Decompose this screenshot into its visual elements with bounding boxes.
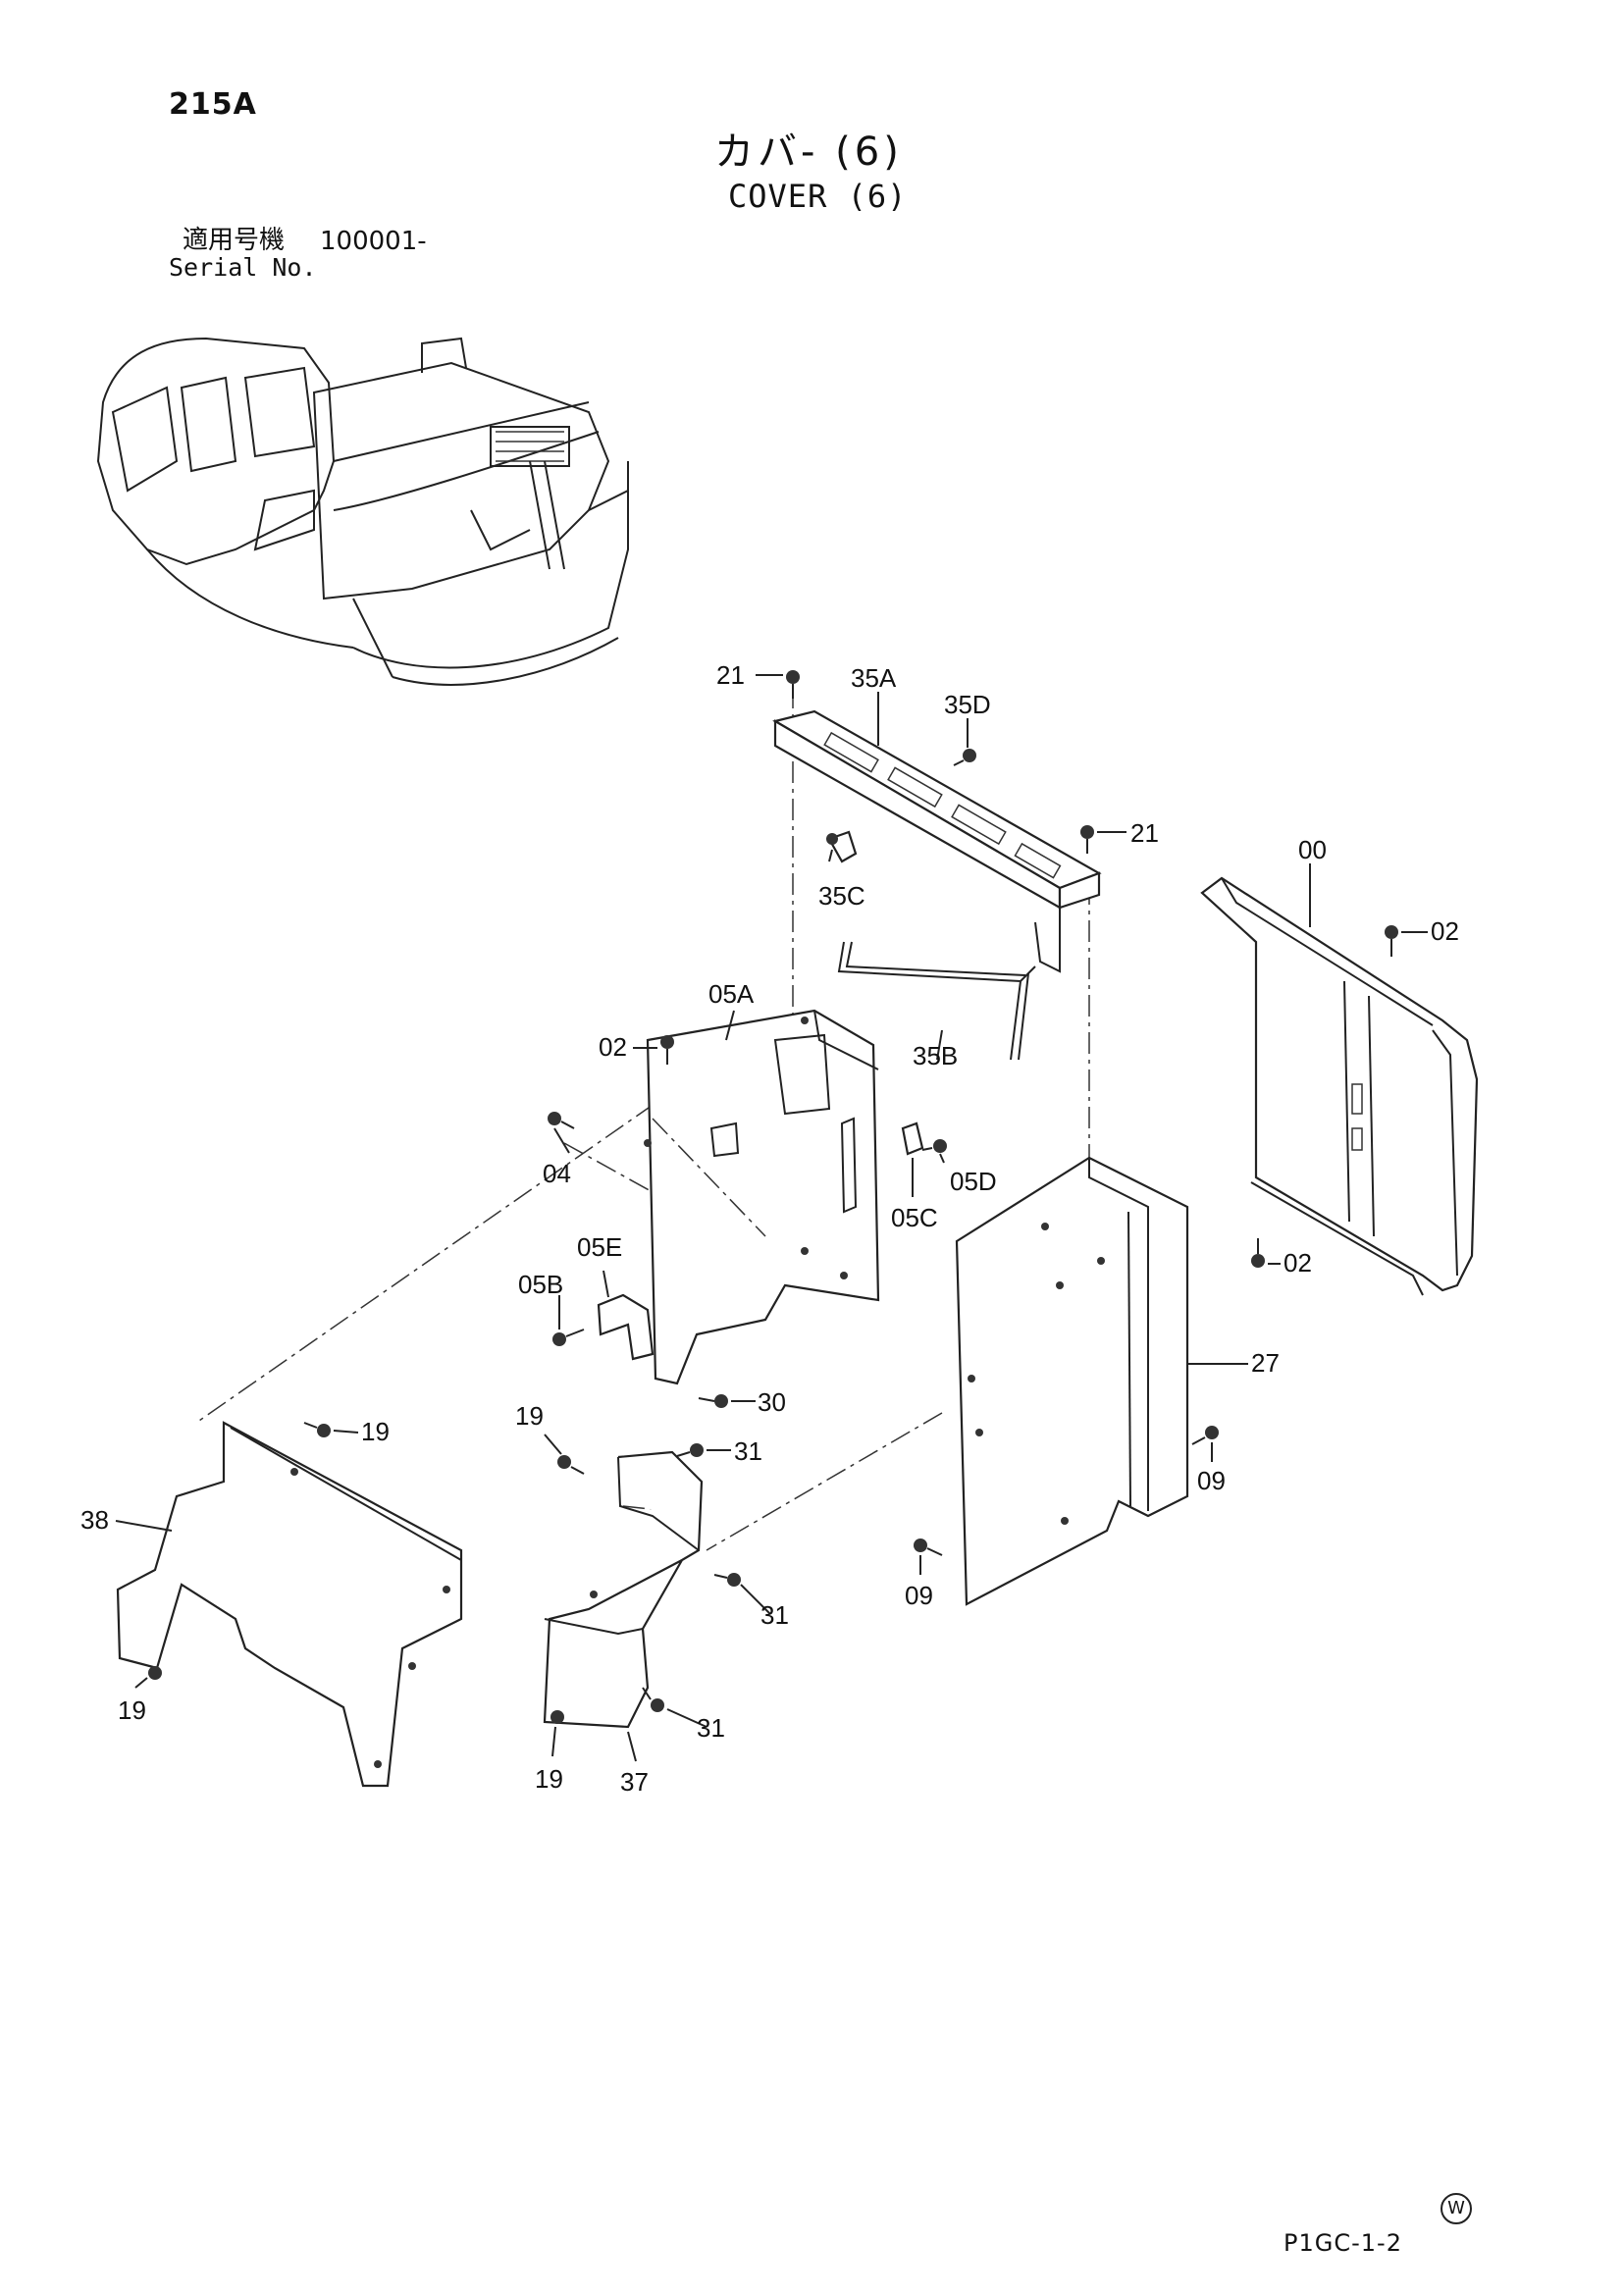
part-27-panel — [955, 1156, 1189, 1606]
bolt-35c — [826, 833, 838, 845]
callout-31c: 31 — [697, 1713, 725, 1743]
bolt-09b — [914, 1539, 943, 1556]
callout-05c: 05C — [891, 1203, 938, 1232]
bolt-35d — [953, 749, 976, 766]
callout-02b: 02 — [599, 1032, 627, 1062]
page-code: 215A — [169, 87, 257, 122]
drawing-code: P1GC-1-2 — [1283, 2229, 1402, 2257]
callout-21b: 21 — [1130, 818, 1159, 848]
serial-label-jp: 適用号機 — [183, 226, 286, 255]
fasteners — [148, 670, 1398, 1724]
part-05E-bracket — [597, 1293, 655, 1361]
bolt-31c — [642, 1687, 664, 1712]
callout-leaders — [115, 674, 1428, 1762]
callout-37: 37 — [620, 1767, 649, 1797]
bolt-31b — [713, 1573, 741, 1587]
callout-35b: 35B — [913, 1041, 958, 1070]
callout-31b: 31 — [760, 1600, 789, 1630]
serial-label-en: Serial No. — [169, 253, 317, 282]
callout-05b: 05B — [518, 1270, 563, 1299]
bolt-02b — [660, 1035, 674, 1065]
part-38-cover — [116, 1421, 463, 1788]
part-00-cover — [1200, 876, 1479, 1296]
bolt-30 — [698, 1394, 728, 1408]
callout-labels: 21 35A 35D 21 00 35C 02 05A 35B 02 04 05… — [80, 660, 1459, 1797]
part-37-bracket — [543, 1450, 704, 1729]
callout-35a: 35A — [851, 663, 897, 693]
bolt-21b — [1080, 825, 1094, 854]
callout-02a: 02 — [1431, 916, 1459, 946]
part-05C-clip — [901, 1121, 924, 1156]
excavator-overview-sketch — [96, 337, 629, 686]
callout-19a: 19 — [361, 1417, 390, 1446]
callout-31a: 31 — [734, 1436, 762, 1466]
callout-19b: 19 — [515, 1401, 544, 1431]
callout-35d: 35D — [944, 690, 991, 719]
bolt-19b — [557, 1455, 585, 1475]
callout-04: 04 — [543, 1159, 571, 1188]
callout-09b: 09 — [905, 1581, 933, 1610]
bolt-19a — [303, 1422, 331, 1437]
callout-05a: 05A — [708, 979, 755, 1009]
page-title-en: COVER (6) — [728, 178, 908, 215]
callout-19c: 19 — [118, 1695, 146, 1725]
callout-27: 27 — [1251, 1348, 1280, 1378]
callout-19d: 19 — [535, 1764, 563, 1794]
bolt-19d — [550, 1710, 564, 1724]
callout-30: 30 — [758, 1387, 786, 1417]
part-05A-panel — [644, 1009, 880, 1385]
page-title-jp: カバ- (6) — [714, 130, 903, 175]
serial-value: 100001- — [320, 227, 427, 256]
bolt-05d — [921, 1139, 947, 1153]
part-35A-bracket — [772, 709, 1102, 973]
bolt-19c — [148, 1666, 162, 1680]
bolt-09a — [1191, 1426, 1219, 1445]
bolt-05b — [552, 1329, 585, 1346]
callout-05d: 05D — [950, 1167, 997, 1196]
callout-21a: 21 — [716, 660, 745, 690]
callout-38: 38 — [80, 1505, 109, 1535]
callout-35c: 35C — [818, 881, 865, 911]
callout-00: 00 — [1298, 835, 1327, 864]
bolt-04 — [548, 1112, 575, 1129]
bolt-21a — [786, 670, 800, 699]
bolt-31a — [676, 1443, 704, 1457]
callout-09a: 09 — [1197, 1466, 1226, 1495]
callout-02c: 02 — [1283, 1248, 1312, 1278]
bolt-02a — [1385, 925, 1398, 957]
bolt-02c — [1251, 1238, 1265, 1268]
watermark-mark: W — [1441, 2193, 1472, 2224]
callout-05e: 05E — [577, 1232, 622, 1262]
